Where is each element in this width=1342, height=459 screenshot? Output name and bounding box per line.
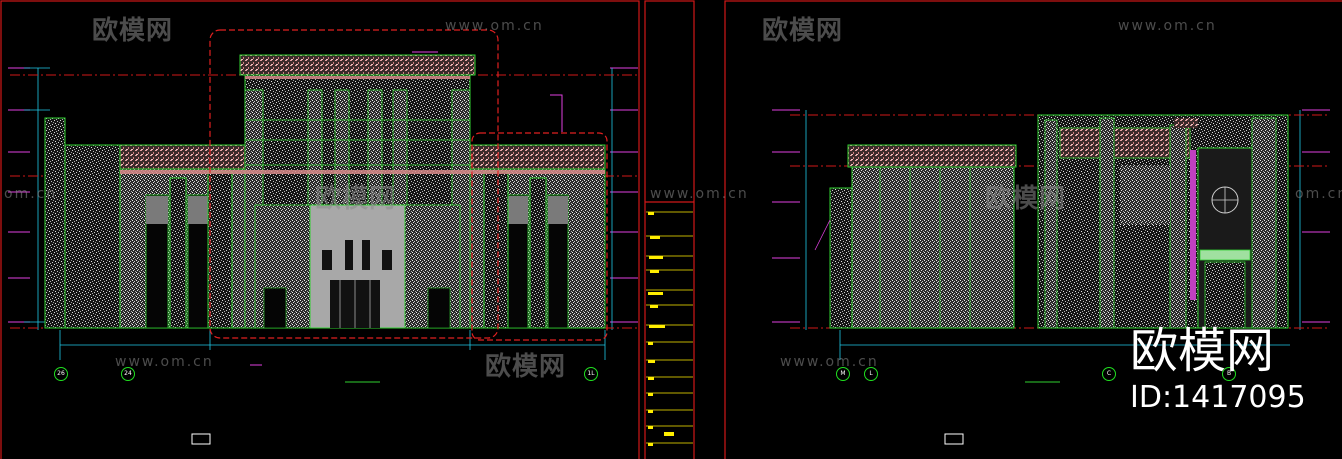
right-elevation-drawing [772,109,1330,445]
watermark-logo: 欧模网 [985,184,1067,214]
axis-bubble-b: B [1222,367,1236,381]
legend-box-left [191,433,211,445]
brand-name: 欧模网 [1130,323,1275,379]
watermark-logo: 欧模网 [485,352,567,382]
left-elevation-drawing [8,29,638,445]
watermark-logo: 欧模网 [315,184,397,214]
axis-bubble-26: 26 [54,367,68,381]
left-dimension-lines [24,67,613,360]
watermark-url: www.om.cn [650,186,749,202]
axis-bubble-1l: 1L [584,367,598,381]
watermark-logo: 欧模网 [762,16,844,46]
left-sheet-frame [0,0,695,459]
watermark-url: www.om.cn [1118,18,1217,34]
watermark-logo: 欧模网 [92,16,174,46]
title-block [646,211,693,446]
brand-overlay: 欧模网 ID:1417095 [1130,322,1306,416]
axis-bubble-m: M [836,367,850,381]
brand-id: ID:1417095 [1130,380,1306,415]
axis-bubble-24: 24 [121,367,135,381]
legend-box-right [944,433,964,445]
watermark-url: om.cn [4,186,58,202]
watermark-url: www.om.cn [115,354,214,370]
axis-bubble-l: L [864,367,878,381]
watermark-url: om.cn [1295,186,1342,202]
axis-bubble-c: C [1102,367,1116,381]
watermark-url: www.om.cn [445,18,544,34]
right-sheet-frame [724,0,1342,459]
watermark-url: www.om.cn [780,354,879,370]
